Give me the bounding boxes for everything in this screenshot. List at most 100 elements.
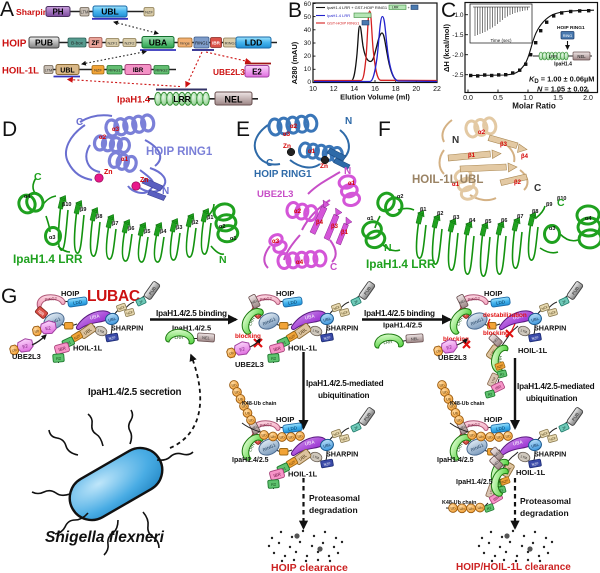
svg-text:KD = 1.00 ± 0.06µM: KD = 1.00 ± 0.06µM xyxy=(529,75,594,86)
svg-text:IBR: IBR xyxy=(133,68,144,74)
svg-text:β1: β1 xyxy=(207,215,213,221)
svg-text:UBE2L3: UBE2L3 xyxy=(235,360,264,369)
svg-text:NZF: NZF xyxy=(501,479,509,485)
svg-text:IpaH1.4/2.5 binding: IpaH1.4/2.5 binding xyxy=(156,309,227,318)
svg-text:10: 10 xyxy=(304,66,312,73)
svg-text:N: N xyxy=(345,116,352,127)
svg-text:RING: RING xyxy=(563,34,573,38)
svg-text:18: 18 xyxy=(392,86,400,93)
svg-text:IpaH1.4/2.5: IpaH1.4/2.5 xyxy=(232,457,269,464)
svg-text:14: 14 xyxy=(350,86,358,93)
svg-text:ubiquitination: ubiquitination xyxy=(526,394,578,403)
svg-text:HOIL-1L: HOIL-1L xyxy=(2,66,39,77)
svg-text:E2: E2 xyxy=(252,67,262,76)
svg-text:N: N xyxy=(452,135,459,146)
svg-text:C: C xyxy=(557,197,565,209)
svg-text:destabilization: destabilization xyxy=(483,312,527,319)
svg-text:C: C xyxy=(76,117,83,128)
svg-text:β6: β6 xyxy=(128,226,134,232)
svg-text:1.5: 1.5 xyxy=(553,95,563,102)
svg-text:LTM: LTM xyxy=(490,376,496,384)
svg-text:β1: β1 xyxy=(468,153,476,159)
svg-text:β10: β10 xyxy=(62,202,71,208)
svg-text:22: 22 xyxy=(433,86,441,93)
svg-text:β4: β4 xyxy=(160,229,167,235)
svg-text:α4: α4 xyxy=(585,216,592,222)
svg-text:α3: α3 xyxy=(283,132,291,138)
svg-text:LRR: LRR xyxy=(549,54,557,59)
svg-text:Zn: Zn xyxy=(104,169,113,176)
svg-text:Proteasomal: Proteasomal xyxy=(309,493,360,503)
svg-text:degradation: degradation xyxy=(520,508,569,518)
svg-text:B: B xyxy=(288,0,302,22)
svg-text:β8: β8 xyxy=(96,214,102,220)
svg-text:NZF: NZF xyxy=(496,364,504,370)
svg-text:20: 20 xyxy=(304,53,312,60)
svg-text:K48-Ub chain: K48-Ub chain xyxy=(242,401,276,407)
svg-text:IBR: IBR xyxy=(495,384,503,390)
svg-text:UBL: UBL xyxy=(504,465,513,475)
svg-text:Time (sec): Time (sec) xyxy=(490,38,512,43)
svg-text:HOIL-1L: HOIL-1L xyxy=(73,344,103,353)
svg-text:PUB: PUB xyxy=(35,38,53,48)
svg-text:2.0: 2.0 xyxy=(583,95,593,102)
svg-text:hinge: hinge xyxy=(180,40,191,45)
svg-text:A280 (mAU): A280 (mAU) xyxy=(290,41,299,84)
svg-text:β2: β2 xyxy=(192,220,198,226)
svg-text:β4: β4 xyxy=(316,220,324,226)
svg-text:LDD: LDD xyxy=(245,38,262,48)
svg-text:UBL: UBL xyxy=(60,67,75,74)
svg-text:β9: β9 xyxy=(80,207,86,213)
svg-text:Zn: Zn xyxy=(283,143,291,150)
svg-text:+: + xyxy=(408,5,411,10)
svg-text:IpaH1.4/2.5: IpaH1.4/2.5 xyxy=(172,324,211,333)
svg-text:α2: α2 xyxy=(99,135,107,141)
svg-text:R2: R2 xyxy=(486,506,492,511)
svg-text:R2: R2 xyxy=(488,392,493,397)
svg-text:IpaH1.4/2.5: IpaH1.4/2.5 xyxy=(437,457,474,464)
svg-text:α2: α2 xyxy=(397,194,403,200)
svg-text:β1: β1 xyxy=(341,230,349,236)
svg-text:R1: R1 xyxy=(499,488,504,493)
svg-text:α2: α2 xyxy=(294,209,302,215)
svg-text:α4: α4 xyxy=(296,260,304,266)
svg-text:Proteasomal: Proteasomal xyxy=(520,496,571,506)
svg-text:N: N xyxy=(344,166,351,177)
svg-text:β3: β3 xyxy=(331,224,339,230)
svg-text:16: 16 xyxy=(371,86,379,93)
svg-text:K48-Ub chain: K48-Ub chain xyxy=(450,401,484,407)
svg-text:GST-HOIP RING1: GST-HOIP RING1 xyxy=(327,21,360,26)
svg-text:N: N xyxy=(162,186,169,197)
svg-text:α4: α4 xyxy=(24,194,31,200)
svg-text:Zn: Zn xyxy=(140,177,149,184)
svg-text:HOIL-1L: HOIL-1L xyxy=(288,470,318,479)
svg-text:50: 50 xyxy=(304,14,312,21)
svg-text:F: F xyxy=(378,118,391,141)
svg-text:LUBAC: LUBAC xyxy=(87,288,140,305)
svg-text:Sharpin: Sharpin xyxy=(16,7,48,17)
svg-text:α3: α3 xyxy=(272,239,280,245)
svg-text:IpaH1.4/2.5-mediated: IpaH1.4/2.5-mediated xyxy=(517,382,595,391)
svg-text:Elution Volume (ml): Elution Volume (ml) xyxy=(340,93,410,102)
svg-text:β5: β5 xyxy=(485,219,491,225)
svg-text:C: C xyxy=(266,158,273,169)
svg-text:β3: β3 xyxy=(176,225,182,231)
svg-text:HOIP clearance: HOIP clearance xyxy=(271,562,348,573)
svg-text:β2: β2 xyxy=(437,211,443,217)
svg-text:β10: β10 xyxy=(557,196,566,202)
svg-text:β4: β4 xyxy=(469,218,476,224)
svg-text:blocking: blocking xyxy=(235,333,261,340)
svg-text:degradation: degradation xyxy=(309,505,358,515)
svg-text:UBA: UBA xyxy=(149,38,167,48)
svg-text:N: N xyxy=(384,242,392,254)
svg-text:RING2: RING2 xyxy=(155,68,168,73)
svg-text:0.5: 0.5 xyxy=(493,95,503,102)
svg-text:ZF: ZF xyxy=(92,40,100,47)
svg-text:IpaH1.4 LRR: IpaH1.4 LRR xyxy=(366,257,436,271)
svg-text:β6: β6 xyxy=(501,218,507,224)
svg-text:ubiquitination: ubiquitination xyxy=(318,391,370,400)
svg-text:30: 30 xyxy=(304,40,312,47)
svg-text:α1: α1 xyxy=(367,216,373,222)
svg-text:HOIL-1L UBL: HOIL-1L UBL xyxy=(412,174,483,186)
svg-text:HOIL-1L: HOIL-1L xyxy=(518,346,548,355)
